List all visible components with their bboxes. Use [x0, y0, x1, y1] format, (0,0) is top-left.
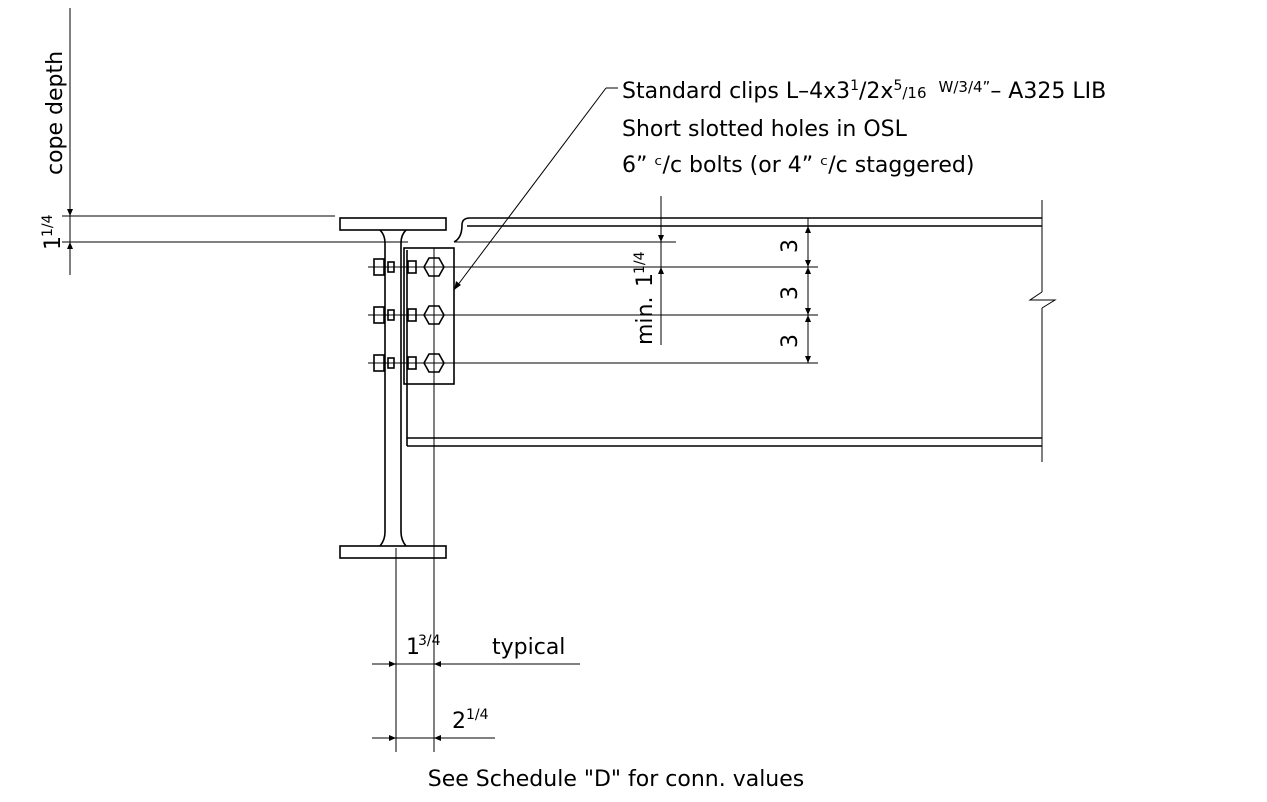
- gage-dimension: 1 3/4 typical 2 1/4: [372, 248, 580, 752]
- bolt-spacing-dimension: 3 3 3: [440, 218, 818, 364]
- min-fraction: 1/4: [632, 251, 648, 274]
- note-line-3: 6” ᶜ/c bolts (or 4” ᶜ/c staggered): [622, 153, 974, 178]
- bolt-spacing-label-1: 3: [778, 239, 803, 253]
- bolt-spacing-label-2: 3: [778, 286, 803, 300]
- supported-beam: [406, 200, 1057, 462]
- min-whole: 1: [633, 273, 658, 287]
- gage-fraction: 3/4: [418, 633, 441, 649]
- cope-depth-label: cope depth: [43, 51, 68, 175]
- typical-label: typical: [492, 635, 565, 660]
- min-label: min.: [633, 297, 658, 345]
- cope-clearance-whole: 1: [41, 236, 66, 250]
- edge-whole: 2: [452, 709, 466, 734]
- clip-angle: [403, 247, 455, 385]
- note-line-2: Short slotted holes in OSL: [622, 117, 908, 142]
- min-edge-dimension: min. 1 1/4: [454, 196, 676, 345]
- cope-clearance-label: 1 1/4: [40, 214, 66, 250]
- footer-note: See Schedule "D" for conn. values: [428, 767, 805, 792]
- min-edge-label: min. 1 1/4: [632, 251, 658, 345]
- cope-clearance-fraction: 1/4: [40, 214, 56, 237]
- gage-whole: 1: [406, 635, 420, 660]
- edge-fraction: 1/4: [466, 707, 489, 723]
- bolt-spacing-label-3: 3: [778, 334, 803, 348]
- cope-depth-dimension: cope depth 1 1/4: [40, 8, 408, 275]
- supporting-column: [339, 217, 447, 559]
